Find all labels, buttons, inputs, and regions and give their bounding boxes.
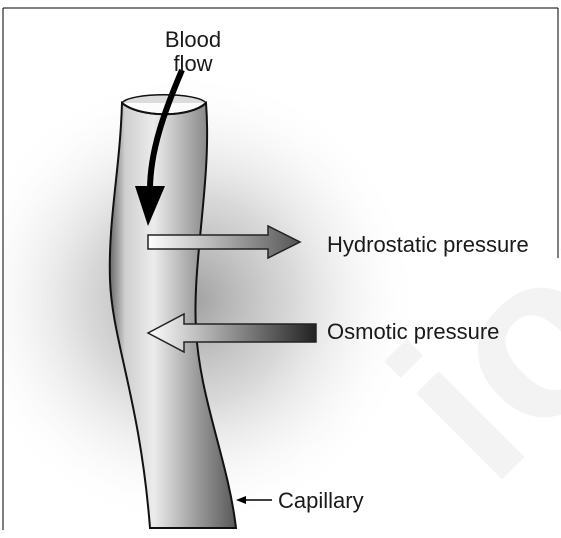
blood-flow-label-line1: Blood [158,28,228,52]
hydrostatic-pressure-label: Hydrostatic pressure [327,233,529,257]
osmotic-pressure-label: Osmotic pressure [327,320,499,344]
blood-flow-label: Blood flow [158,28,228,76]
capillary-label: Capillary [278,489,364,513]
blood-flow-label-line2: flow [158,52,228,76]
